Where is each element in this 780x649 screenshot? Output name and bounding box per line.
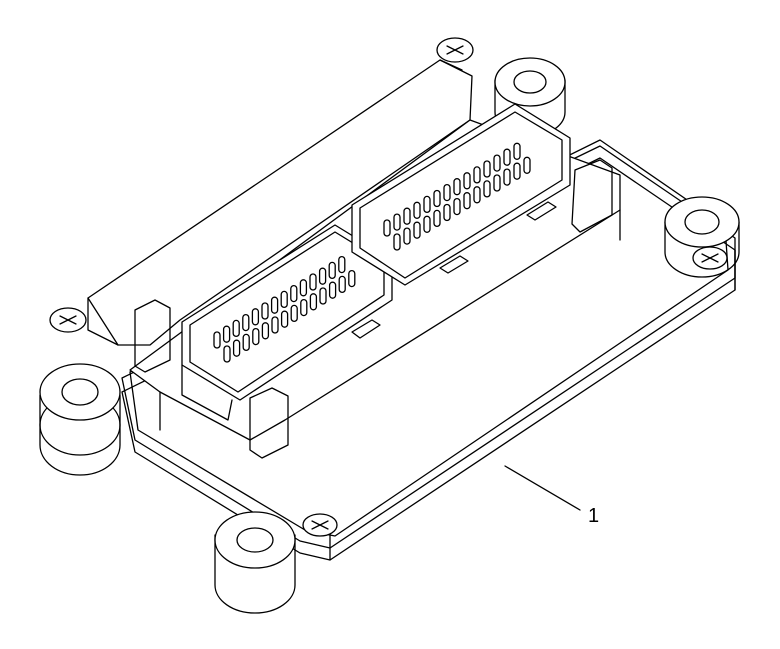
callout-label: 1 bbox=[588, 505, 599, 527]
connector-pin bbox=[299, 279, 308, 297]
screw-icon bbox=[692, 246, 728, 270]
connector-pin bbox=[503, 148, 511, 166]
connector-pin bbox=[242, 313, 250, 332]
connector-pin bbox=[413, 221, 421, 239]
connector-pin bbox=[309, 273, 317, 291]
connector-pin bbox=[393, 213, 401, 231]
connector-pin bbox=[403, 227, 411, 245]
connector-pin bbox=[413, 201, 421, 219]
connector-pin bbox=[348, 269, 356, 288]
screw-icon bbox=[49, 307, 87, 333]
connector-pin bbox=[270, 296, 279, 314]
connector-pin bbox=[232, 339, 241, 357]
connector-pin bbox=[433, 209, 441, 228]
connector-pin bbox=[261, 322, 270, 340]
connector-pin bbox=[319, 287, 327, 305]
mounting-lug-right bbox=[664, 196, 740, 278]
screw-icon bbox=[436, 37, 474, 63]
connector-pin bbox=[513, 142, 521, 160]
connector-pin bbox=[290, 284, 298, 303]
connector-pin bbox=[473, 166, 481, 184]
connector-pin bbox=[393, 233, 401, 251]
connector-pin bbox=[338, 275, 346, 294]
connector-pin bbox=[493, 154, 501, 172]
connector-pin bbox=[483, 180, 491, 198]
connector-pin bbox=[223, 345, 231, 363]
screw-icon bbox=[302, 513, 338, 537]
connector-pin bbox=[513, 162, 521, 180]
connector-pin bbox=[309, 293, 318, 311]
connector-right-pins bbox=[383, 142, 531, 251]
connector-pin bbox=[318, 267, 327, 285]
connector-pin bbox=[443, 183, 451, 202]
connector-pin bbox=[328, 281, 337, 299]
connector-pin bbox=[328, 261, 336, 280]
connector-pin bbox=[423, 195, 431, 214]
connector-pin bbox=[453, 197, 461, 216]
mounting-lug-top bbox=[494, 57, 566, 137]
connector-pin bbox=[483, 160, 491, 178]
connector-pin bbox=[423, 215, 431, 233]
connector-pin bbox=[252, 327, 260, 346]
mounting-lug-bottom bbox=[214, 511, 296, 614]
connector-pin bbox=[403, 207, 411, 225]
base-plate bbox=[121, 139, 736, 561]
connector-pin bbox=[222, 325, 231, 343]
connector-pin bbox=[383, 219, 391, 237]
connector-pin bbox=[503, 168, 511, 186]
callout-leader-line bbox=[504, 465, 581, 511]
connector-pin bbox=[300, 298, 308, 317]
connector-pin bbox=[261, 302, 269, 320]
connector-pin bbox=[271, 316, 279, 334]
callout-1: 1 bbox=[504, 465, 599, 527]
connector-pin bbox=[453, 178, 461, 196]
connector-pin bbox=[463, 172, 471, 190]
connector-pin bbox=[280, 290, 288, 309]
connector-pin bbox=[493, 174, 501, 192]
connector-pin bbox=[280, 310, 289, 328]
connector-pin bbox=[213, 331, 221, 349]
housing-cover bbox=[87, 59, 473, 346]
connector-pin bbox=[232, 319, 240, 338]
connector-pin bbox=[463, 192, 471, 210]
connector-pin bbox=[290, 304, 298, 323]
connector-pin bbox=[523, 156, 531, 174]
connector-pin bbox=[433, 189, 441, 208]
connector-pin bbox=[338, 255, 346, 274]
connector-pin bbox=[242, 333, 250, 352]
connector-pin bbox=[443, 203, 451, 222]
connector-left-pins bbox=[213, 255, 356, 363]
connector-pin bbox=[251, 308, 260, 326]
connector-pin bbox=[473, 186, 481, 204]
mounting-lug-left bbox=[39, 363, 121, 476]
